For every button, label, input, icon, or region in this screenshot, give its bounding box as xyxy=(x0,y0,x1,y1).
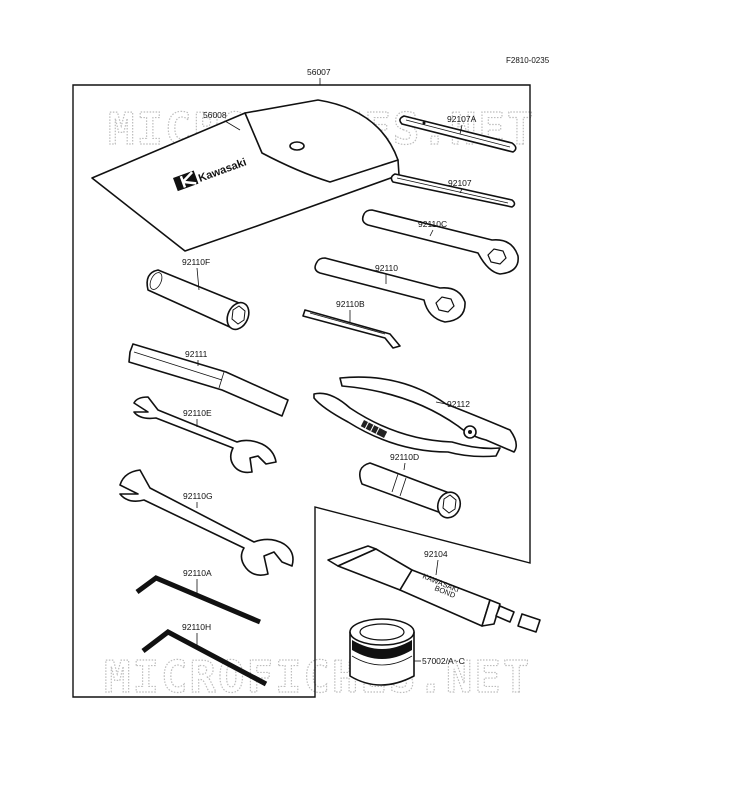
label-92110f: 92110F xyxy=(182,257,210,267)
label-92110b: 92110B xyxy=(336,299,365,309)
screwdriver-92107 xyxy=(390,173,516,208)
label-57002: 57002/A~C xyxy=(422,656,465,666)
leader-92110c xyxy=(429,229,434,237)
leader-92110f xyxy=(196,267,200,291)
leader-92107 xyxy=(459,188,463,194)
label-92112: 92112 xyxy=(447,399,470,409)
open-spanner-92110e xyxy=(133,396,277,474)
open-spanner-92110g xyxy=(119,469,294,576)
hex-key-92110a xyxy=(135,575,261,625)
label-92110a: 92110A xyxy=(183,568,212,578)
label-92110h: 92110H xyxy=(182,622,211,632)
label-92110c: 92110C xyxy=(418,219,447,229)
label-92110g: 92110G xyxy=(183,491,213,501)
label-92104: 92104 xyxy=(424,549,448,559)
label-92107: 92107 xyxy=(448,178,472,188)
grease-can-57002 xyxy=(349,618,415,686)
leader-92104 xyxy=(435,559,439,576)
assembly-label: 56007 xyxy=(307,67,331,77)
pliers-92112 xyxy=(313,376,518,458)
ring-spanner-92110 xyxy=(314,257,466,323)
kit-boundary xyxy=(72,84,531,698)
label-92111: 92111 xyxy=(185,349,208,359)
label-92107a: 92107A xyxy=(447,114,477,124)
leader-92112 xyxy=(435,401,447,405)
label-56008: 56008 xyxy=(203,110,227,120)
handle-92111 xyxy=(128,343,289,417)
feeler-92110b xyxy=(302,309,401,349)
diagram-code: F2810-0235 xyxy=(506,56,550,65)
tool-pouch: Kawasaki xyxy=(91,99,400,252)
label-92110e: 92110E xyxy=(183,408,212,418)
leader-92107a xyxy=(459,124,463,135)
screwdriver-92107a xyxy=(399,115,517,153)
leader-92110d xyxy=(403,462,406,471)
label-92110d: 92110D xyxy=(390,452,419,462)
bond-tube-92104: KAWASAKI BOND xyxy=(327,545,541,633)
hex-key-92110h xyxy=(141,629,268,687)
box-spanner-92110d xyxy=(359,462,462,519)
box-spanner-92110f xyxy=(146,269,250,331)
label-92110: 92110 xyxy=(375,263,398,273)
ring-spanner-92110c xyxy=(361,209,519,275)
watermark-bottom: MICROFICHES.NET xyxy=(104,652,531,703)
leader-56008 xyxy=(224,120,241,131)
